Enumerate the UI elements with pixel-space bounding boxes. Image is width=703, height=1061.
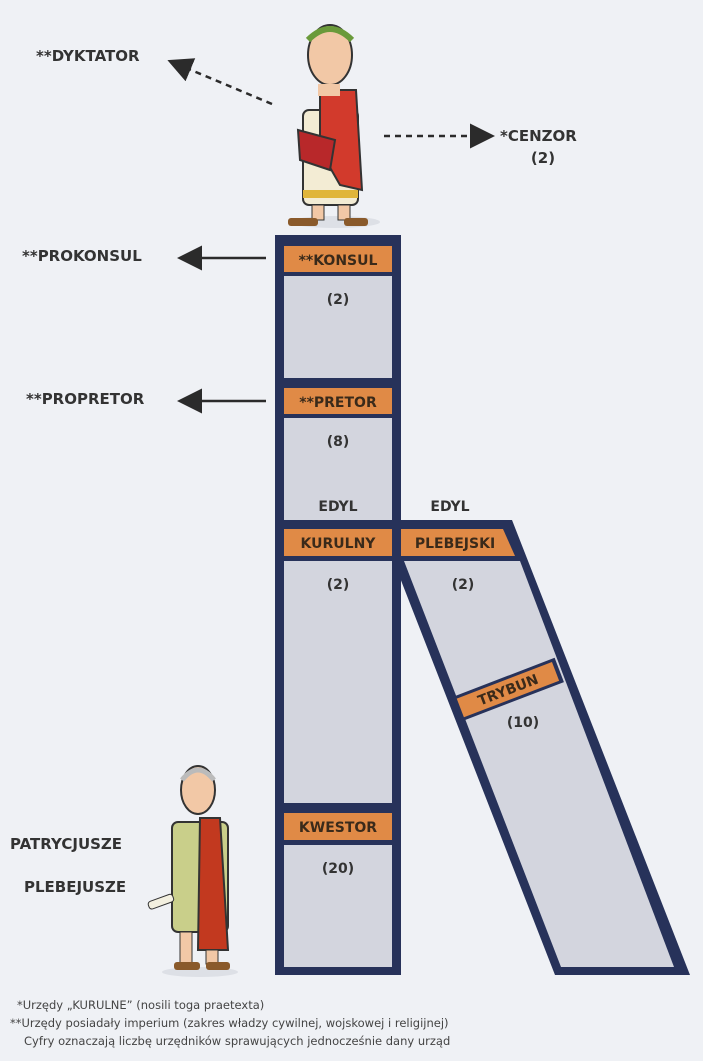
patrician-column — [275, 235, 401, 975]
plebeian-figure-icon — [147, 765, 238, 977]
footnote-kurulne: *Urzędy „KURULNE” (nosili toga praetexta… — [17, 998, 265, 1012]
arrow-to-dyktator — [167, 58, 273, 106]
plebejusze-label: PLEBEJUSZE — [24, 878, 126, 896]
plebeian-column — [395, 520, 690, 975]
prokonsul-label: **PROKONSUL — [22, 247, 142, 265]
kurulny-count: (2) — [327, 577, 350, 593]
dyktator-label: **DYKTATOR — [36, 47, 140, 65]
cenzor-label: *CENZOR — [500, 127, 577, 145]
pretor-count: (8) — [327, 434, 350, 450]
konsul-label: **KONSUL — [299, 253, 378, 269]
patrycjusze-label: PATRYCJUSZE — [10, 835, 122, 853]
kurulny-label: KURULNY — [301, 536, 377, 552]
edyl-kurulny-title: EDYL — [318, 499, 357, 515]
footnote-imperium: **Urzędy posiadały imperium (zakres wład… — [10, 1016, 449, 1030]
footnote-numbers: Cyfry oznaczają liczbę urzędników sprawu… — [24, 1034, 451, 1048]
konsul-count: (2) — [327, 292, 350, 308]
cenzor-count: (2) — [531, 149, 555, 167]
pretor-label: **PRETOR — [299, 395, 377, 411]
trybun-count: (10) — [507, 715, 539, 731]
propretor-label: **PROPRETOR — [26, 390, 145, 408]
plebejski-label: PLEBEJSKI — [415, 536, 495, 552]
dictator-figure-icon — [288, 24, 380, 228]
kwestor-label: KWESTOR — [299, 820, 377, 836]
plebejski-count: (2) — [452, 577, 475, 593]
kwestor-count: (20) — [322, 861, 354, 877]
edyl-plebejski-title: EDYL — [430, 499, 469, 515]
